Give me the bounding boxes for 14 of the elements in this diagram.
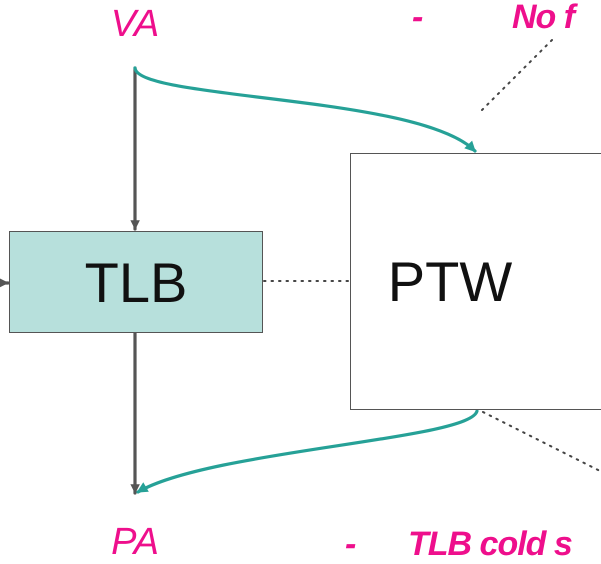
box-label: TLB bbox=[84, 250, 188, 314]
arrow bbox=[133, 66, 477, 153]
process-box bbox=[9, 231, 263, 333]
note-text: - bbox=[412, 0, 422, 34]
dotted-line bbox=[263, 280, 350, 282]
box-label: PTW bbox=[388, 249, 512, 314]
arrow bbox=[0, 278, 10, 288]
process-box bbox=[350, 153, 601, 410]
note-text: - bbox=[345, 527, 356, 561]
address-label: PA bbox=[111, 520, 159, 564]
note-text: TLB cold s bbox=[408, 527, 572, 561]
arrow bbox=[130, 331, 140, 495]
address-label: VA bbox=[110, 2, 160, 46]
arrow bbox=[136, 409, 479, 494]
